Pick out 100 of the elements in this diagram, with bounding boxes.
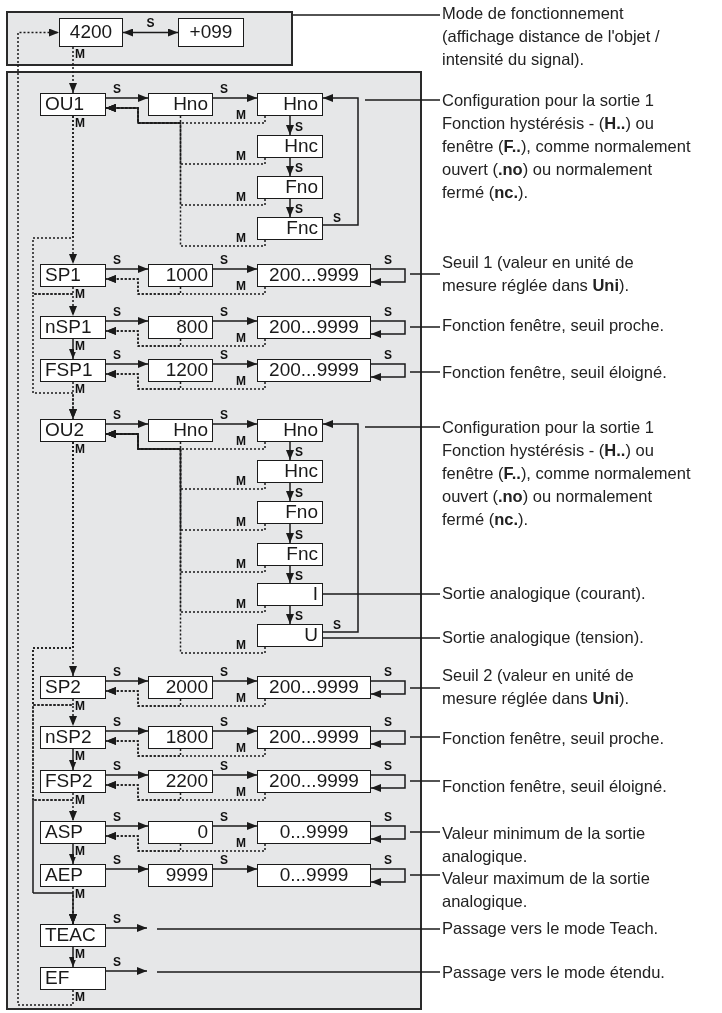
edge-label: S <box>294 120 304 133</box>
arrow <box>286 115 294 136</box>
leader-line <box>409 273 441 275</box>
edge-label: S <box>383 349 393 361</box>
edge-label: M <box>235 280 247 292</box>
arrow <box>286 441 294 461</box>
arrow <box>105 104 266 247</box>
arrow <box>370 730 406 748</box>
arrow <box>105 737 266 757</box>
edge-label: M <box>235 558 247 570</box>
edge-label: S <box>383 811 393 823</box>
display-box: 0...9999 <box>257 864 371 887</box>
description-text: Sortie analogique (courant). <box>442 581 692 605</box>
arrow <box>370 680 406 698</box>
panel-background <box>6 11 293 66</box>
edge-label: M <box>74 117 86 129</box>
edge-label: S <box>219 854 229 866</box>
description-text: Sortie analogique (tension). <box>442 625 692 649</box>
panel-background <box>6 71 422 1010</box>
edge-label: S <box>219 349 229 361</box>
edge-label: S <box>294 487 304 499</box>
display-box: Hno <box>257 419 323 442</box>
display-box: Fnc <box>257 217 323 240</box>
arrow <box>105 275 266 295</box>
arrow <box>105 771 149 779</box>
arrow <box>105 420 149 428</box>
description-text: Fonction fenêtre, seuil proche. <box>442 313 692 337</box>
display-box: 1000 <box>148 264 213 287</box>
edge-label: M <box>235 692 247 704</box>
arrow <box>17 28 74 1006</box>
arrow <box>370 868 406 886</box>
edge-label: S <box>383 254 393 266</box>
edge-label: S <box>219 409 229 421</box>
edge-label: S <box>383 854 393 866</box>
arrow <box>105 924 148 932</box>
display-box: +099 <box>178 18 244 47</box>
description-text: Mode de fonctionnement (affichage distance de l'objet / intensité du signal). <box>442 1 692 71</box>
arrow <box>286 523 294 544</box>
arrow <box>212 727 258 735</box>
edge-label: S <box>332 619 342 631</box>
edge-label: M <box>235 598 247 610</box>
description-text: Seuil 1 (valeur en unité de mesure réglée dans Uni). <box>442 250 692 297</box>
edge-label: M <box>74 48 86 60</box>
edge-label: S <box>112 349 122 361</box>
arrow <box>212 677 258 685</box>
leader-line <box>409 326 441 328</box>
arrow <box>105 317 149 325</box>
arrow <box>105 370 266 390</box>
arrow <box>212 865 258 873</box>
arrow <box>370 774 406 792</box>
display-box: 2200 <box>148 770 213 793</box>
edge-label: S <box>294 446 304 458</box>
edge-label: S <box>219 666 229 678</box>
arrow <box>69 46 77 94</box>
edge-label: S <box>219 254 229 266</box>
arrow <box>69 338 77 360</box>
arrow <box>370 825 406 843</box>
arrow <box>69 748 77 771</box>
leader-line <box>364 99 441 101</box>
arrow <box>370 268 406 286</box>
display-box: I <box>257 583 323 606</box>
arrow <box>105 832 266 852</box>
edge-label: S <box>112 854 122 866</box>
arrow <box>105 94 149 102</box>
leader-line <box>156 928 441 930</box>
display-box: OU2 <box>40 419 106 442</box>
edge-label: S <box>112 409 122 421</box>
edge-label: M <box>235 375 247 387</box>
display-box: 0 <box>148 821 213 844</box>
display-box: FSP2 <box>40 770 106 793</box>
display-box: SP2 <box>40 676 106 699</box>
description-text: Valeur minimum de la sortie analogique. <box>442 821 692 868</box>
edge-label: M <box>235 435 247 447</box>
edge-label: M <box>235 837 247 849</box>
edge-label: S <box>294 610 304 622</box>
edge-label: S <box>112 913 122 925</box>
arrow <box>286 482 294 502</box>
arrow <box>105 104 266 206</box>
arrow <box>32 441 77 822</box>
display-box: nSP1 <box>40 316 106 339</box>
arrow <box>105 265 149 273</box>
edge-label: S <box>294 203 304 215</box>
edge-label: S <box>112 306 122 318</box>
edge-label: S <box>219 760 229 772</box>
display-box: Hnc <box>257 135 323 158</box>
description-text: Fonction fenêtre, seuil éloigné. <box>442 774 692 798</box>
display-box: Fno <box>257 501 323 524</box>
description-text: Configuration pour la sortie 1 Fonction hystérésis - (H..) ou fenêtre (F..), comme normalement ouvert (.no) ou normalement fermé (nc.). <box>442 88 692 204</box>
arrow <box>105 865 149 873</box>
edge-label: M <box>235 516 247 528</box>
leader-line <box>322 637 441 639</box>
leader-line <box>292 14 441 16</box>
description-text: Valeur maximum de la sortie analogique. <box>442 866 692 913</box>
arrow <box>212 317 258 325</box>
arrow <box>105 822 149 830</box>
arrow <box>105 967 148 975</box>
display-box: Hno <box>148 419 213 442</box>
description-text: Fonction fenêtre, seuil éloigné. <box>442 360 692 384</box>
edge-label: M <box>235 742 247 754</box>
edge-label: S <box>112 254 122 266</box>
